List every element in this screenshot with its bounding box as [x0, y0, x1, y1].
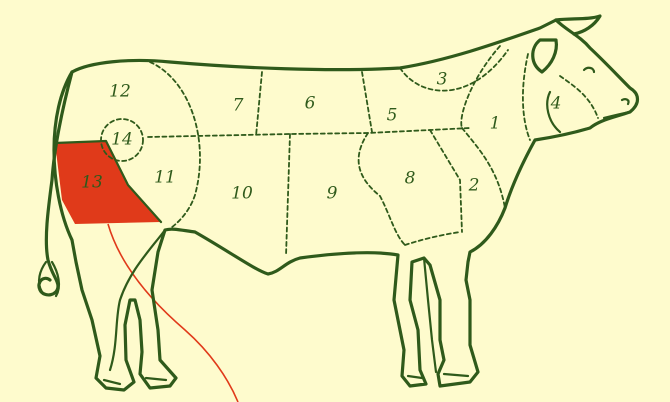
cut-label-12: 12	[109, 82, 131, 102]
cut-label-7: 7	[233, 96, 244, 116]
cut-label-9: 9	[327, 184, 338, 204]
cow-nostril	[622, 99, 629, 104]
cut-label-14: 14	[111, 130, 133, 150]
cut-label-4: 4	[550, 94, 562, 114]
cut-label-2: 2	[468, 176, 480, 196]
cut-label-3: 3	[437, 70, 448, 90]
cut-label-1: 1	[490, 114, 501, 134]
cow-ear	[533, 40, 557, 72]
cut-13-region[interactable]	[55, 141, 161, 224]
cut-label-11: 11	[154, 168, 176, 188]
cut-label-13: 13	[81, 173, 103, 193]
cut-boundaries	[101, 46, 598, 256]
cut-label-8: 8	[405, 169, 416, 189]
hoof-lines	[104, 374, 468, 384]
cut-labels: 12 14 13 11 10 7 6 9 5 3 8 1 2 4	[81, 70, 561, 204]
cut-label-6: 6	[305, 94, 316, 114]
cut-label-5: 5	[387, 106, 398, 126]
cut-label-10: 10	[231, 184, 253, 204]
cow-eye	[584, 68, 594, 72]
